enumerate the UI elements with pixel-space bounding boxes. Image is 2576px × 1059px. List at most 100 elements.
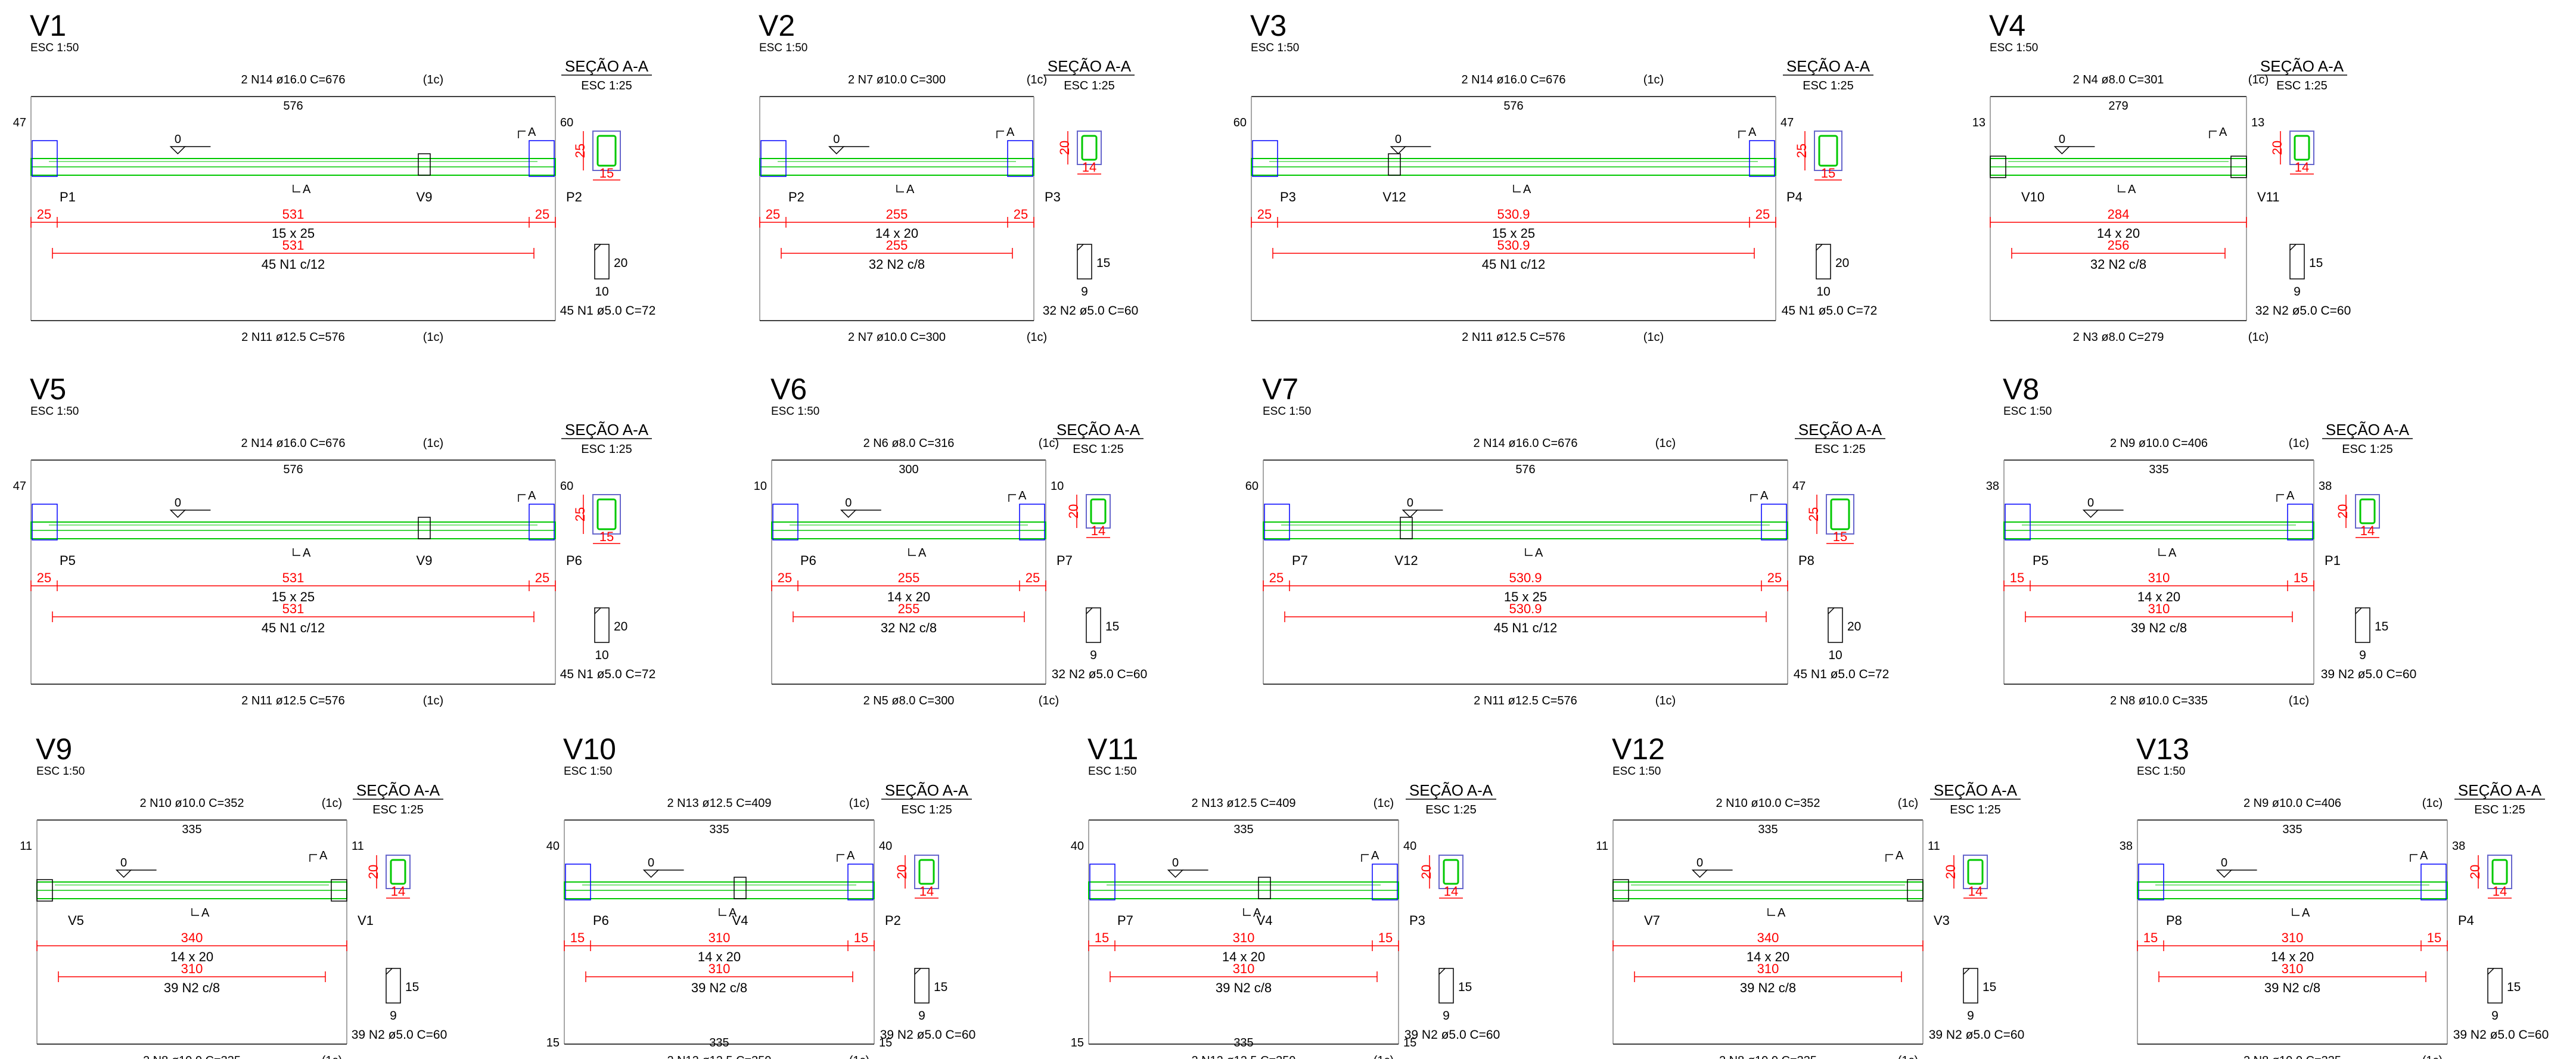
section-cut-mark-icon — [719, 908, 726, 916]
stirrup-shape-outline — [2289, 244, 2305, 279]
right-support-label: P4 — [2458, 913, 2474, 928]
beam-title: V11 — [1087, 732, 1138, 766]
section-height: 25 — [1806, 507, 1821, 521]
left-support-label: P7 — [1292, 553, 1308, 568]
stirrup-width: 10 — [1828, 648, 1842, 662]
section-cut-mark-icon — [2292, 908, 2300, 916]
stirrup-shape-outline — [1828, 607, 1843, 643]
stirrup-spacing: 32 N2 c/8 — [881, 620, 937, 635]
stirrup-spacing: 39 N2 c/8 — [1740, 980, 1796, 995]
left-anchor-length: 11 — [20, 840, 32, 853]
left-support-outline — [760, 140, 787, 177]
section-title: SEÇÃO A-A — [565, 421, 649, 439]
right-support-width: 25 — [1014, 207, 1028, 222]
stirrup-hook-line — [914, 968, 921, 975]
level-mark-label: 0 — [175, 133, 181, 146]
beam-title: V3 — [1250, 9, 1287, 42]
stirrup-width: 9 — [1090, 648, 1097, 662]
top-bar-length: 335 — [2282, 823, 2302, 836]
mid-support-label: V4 — [732, 913, 748, 928]
top-bar-label: 2 N13 ø12.5 C=409 — [1191, 797, 1295, 810]
section-cut-mark-label: A — [2219, 126, 2227, 139]
bottom-layer-mark: (1c) — [1655, 694, 1676, 707]
top-bar-label: 2 N7 ø10.0 C=300 — [848, 73, 946, 86]
top-bar-label: 2 N14 ø16.0 C=676 — [1473, 437, 1577, 450]
bottom-bar-label: 2 N8 ø10.0 C=335 — [2110, 694, 2208, 707]
section-outline — [1077, 131, 1102, 165]
stirrup-hook-line — [1077, 244, 1084, 251]
left-anchor-length: 40 — [546, 840, 560, 853]
stirrup-span: 530.9 — [1509, 601, 1542, 616]
section-cut-mark-label: A — [2128, 183, 2136, 196]
stirrup-width: 9 — [2491, 1009, 2499, 1023]
right-support-outline — [529, 504, 555, 541]
level-mark-icon — [2215, 869, 2233, 878]
stirrup-spacing: 45 N1 c/12 — [1494, 620, 1557, 635]
level-mark-icon — [1167, 869, 1184, 878]
section-outline — [2289, 131, 2314, 165]
left-anchor-length: 40 — [1071, 840, 1084, 853]
beam-scale: ESC 1:50 — [1088, 765, 1136, 778]
stirrup-height: 15 — [1458, 980, 1472, 994]
section-height: 20 — [1419, 865, 1434, 879]
level-mark-icon — [169, 510, 187, 518]
top-bar-length: 335 — [2149, 463, 2168, 476]
beam-scale: ESC 1:50 — [36, 765, 85, 778]
level-mark-label: 0 — [2221, 856, 2227, 869]
section-cut-mark-label: A — [1371, 849, 1379, 862]
beam-scale: ESC 1:50 — [1990, 42, 2038, 54]
level-mark-label: 0 — [1395, 133, 1402, 146]
bottom-bar-label: 2 N8 ø10.0 C=335 — [1719, 1054, 1817, 1059]
top-layer-mark: (1c) — [423, 437, 443, 450]
section-width: 15 — [1833, 529, 1847, 544]
section-cut-mark-icon — [1738, 131, 1746, 138]
beam-dimensions: 15 x 25 — [1504, 589, 1547, 604]
right-support-width: 25 — [535, 570, 549, 585]
section-height: 20 — [1066, 504, 1081, 518]
level-mark-icon — [840, 510, 857, 518]
left-support-outline — [1990, 156, 2006, 178]
right-support-label: P3 — [1409, 913, 1425, 928]
right-support-outline — [529, 140, 555, 177]
mid-support-outline — [1258, 877, 1271, 899]
beam-dimensions: 15 x 25 — [272, 589, 315, 604]
section-scale: ESC 1:25 — [372, 803, 424, 816]
section-cut-mark-label: A — [1006, 126, 1015, 139]
left-support-width: 25 — [37, 570, 51, 585]
top-layer-mark: (1c) — [1374, 797, 1394, 810]
bottom-bar-label: 2 N8 ø10.0 C=335 — [2243, 1054, 2341, 1059]
section-scale: ESC 1:25 — [1064, 79, 1115, 92]
span-dimension: 530.9 — [1497, 207, 1530, 222]
section-stirrup — [2294, 135, 2310, 161]
section-cut-mark-label: A — [1778, 906, 1786, 920]
section-stirrup — [2359, 498, 2376, 524]
section-cut-mark-label: A — [1760, 489, 1769, 502]
bottom-bar-length: 335 — [709, 1036, 729, 1049]
stirrup-width: 10 — [1816, 285, 1830, 299]
mid-support-outline — [418, 153, 431, 176]
section-scale: ESC 1:25 — [581, 443, 632, 456]
section-height: 25 — [1794, 144, 1809, 158]
section-cut-mark-label: A — [1535, 546, 1543, 560]
section-width: 14 — [1968, 884, 1983, 899]
beam-dimensions: 14 x 20 — [1222, 949, 1265, 964]
section-height: 20 — [894, 865, 909, 879]
section-width: 14 — [1091, 523, 1105, 538]
stirrup-span: 256 — [2108, 238, 2130, 253]
bottom-bar-label: 2 N5 ø8.0 C=300 — [863, 694, 955, 707]
section-stirrup — [2491, 859, 2508, 885]
section-outline — [592, 131, 621, 171]
top-bar-length: 279 — [2108, 100, 2128, 113]
right-anchor-length: 38 — [2452, 840, 2465, 853]
left-anchor-length: 38 — [2120, 840, 2133, 853]
left-support-outline — [2138, 864, 2164, 900]
section-outline — [592, 494, 621, 535]
section-scale: ESC 1:25 — [2342, 443, 2393, 456]
section-cut-mark-label: A — [1748, 126, 1757, 139]
bottom-bar-label: 2 N11 ø12.5 C=576 — [241, 694, 345, 707]
level-mark-label: 0 — [175, 496, 181, 510]
left-support-label: P5 — [2033, 553, 2049, 568]
